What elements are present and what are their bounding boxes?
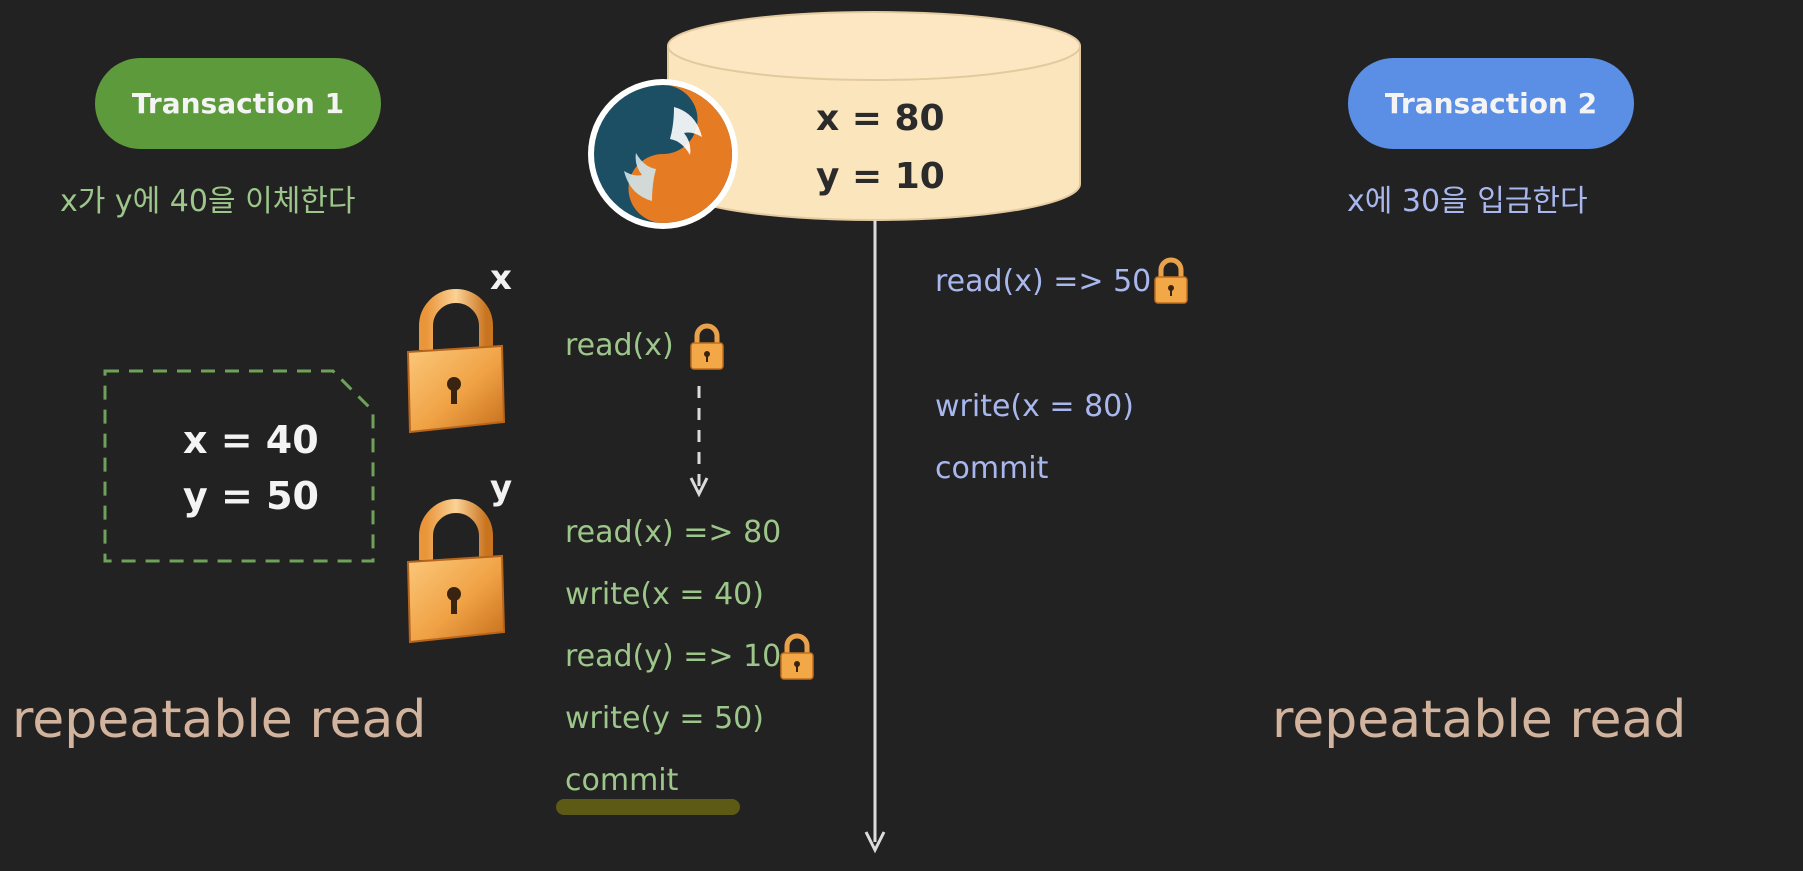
database-y-value: y = 10: [816, 156, 945, 197]
lock-x-label: x: [490, 258, 512, 298]
t2-op-read-x-result: read(x) => 50: [935, 264, 1152, 299]
t2-op-write-x: write(x = 80): [935, 389, 1134, 424]
t1-op-read-x: read(x): [565, 328, 674, 363]
t1-op-commit: commit: [565, 763, 679, 798]
t1-op-write-x: write(x = 40): [565, 577, 764, 612]
database-x-value: x = 80: [816, 98, 945, 139]
database-values: x = 80 y = 10: [816, 90, 945, 206]
local-x-value: x = 40: [183, 418, 319, 462]
transaction-2-isolation-level: repeatable read: [1272, 690, 1687, 750]
transaction-1-description: x가 y에 40을 이체한다: [60, 184, 356, 219]
lock-x-icon: [406, 289, 506, 434]
database-cylinder: [667, 11, 1081, 221]
lock-y-icon: [406, 499, 506, 644]
transaction-2-label: Transaction 2: [1384, 87, 1598, 120]
transaction-2-badge: Transaction 2: [1348, 58, 1634, 149]
transaction-1-badge: Transaction 1: [95, 58, 381, 149]
padlock-icon: [1154, 257, 1188, 304]
transaction-1-local-values: x = 40 y = 50: [183, 412, 319, 524]
transaction-1-isolation-level: repeatable read: [12, 690, 427, 750]
t1-op-read-y-result: read(y) => 10: [565, 639, 782, 674]
dashed-down-arrow: [689, 386, 709, 498]
transaction-1-label: Transaction 1: [131, 87, 345, 120]
mysql-dolphin-logo: [588, 79, 738, 229]
transaction-2-description: x에 30을 입금한다: [1347, 184, 1588, 219]
t1-op-write-y: write(y = 50): [565, 701, 764, 736]
padlock-icon: [780, 633, 814, 680]
timeline-arrow: [864, 220, 886, 854]
commit-highlight: [556, 799, 740, 815]
local-y-value: y = 50: [183, 474, 319, 518]
lock-y-label: y: [490, 468, 513, 508]
padlock-icon: [690, 323, 724, 370]
t2-op-commit: commit: [935, 451, 1049, 486]
t1-op-read-x-result: read(x) => 80: [565, 515, 782, 550]
